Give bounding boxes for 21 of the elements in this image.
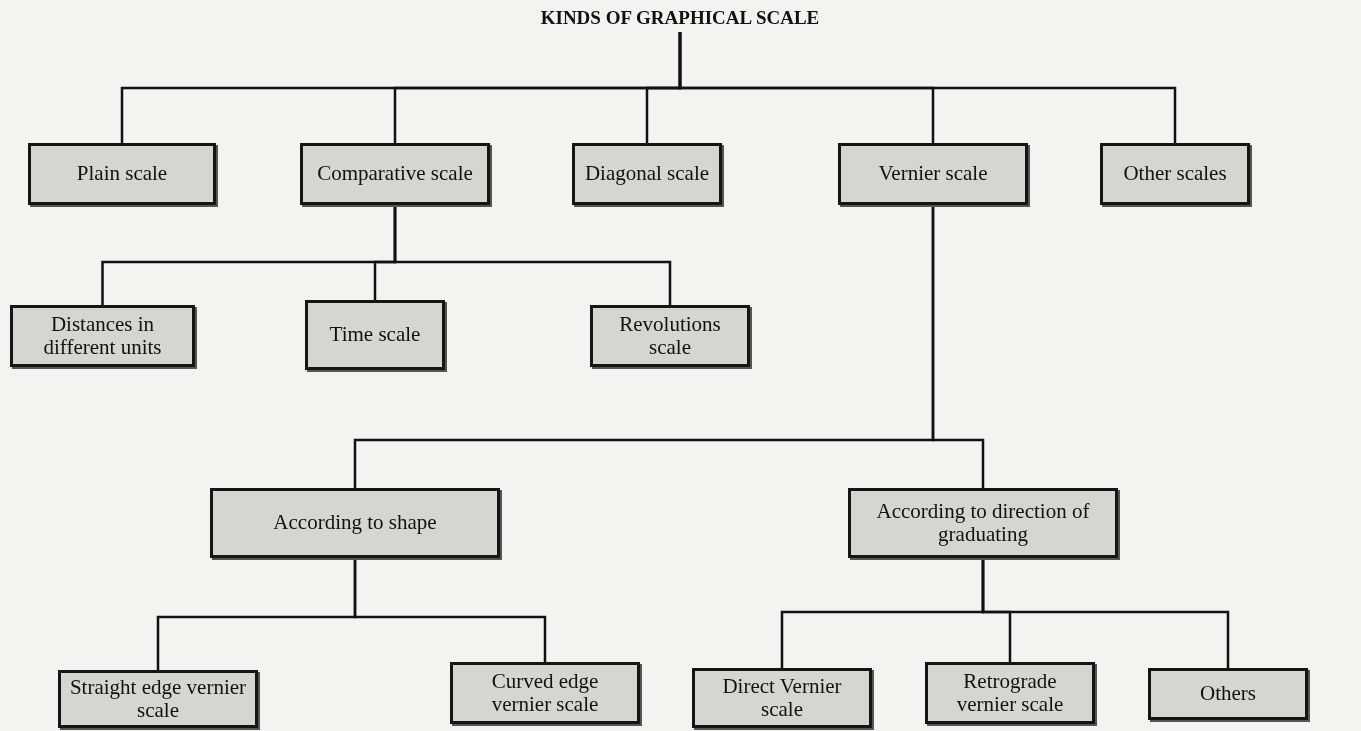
- scale-box: Others: [1148, 668, 1308, 720]
- scale-box: According to direction of graduating: [848, 488, 1118, 558]
- scale-box: Comparative scale: [300, 143, 490, 205]
- scale-box: Straight edge vernier scale: [58, 670, 258, 728]
- title-text: KINDS OF GRAPHICAL SCALE: [480, 4, 880, 32]
- scale-box: Plain scale: [28, 143, 216, 205]
- connector-line: [931, 205, 985, 488]
- connector-line: [678, 32, 1177, 143]
- scale-box: Direct Vernier scale: [692, 668, 872, 728]
- connector-line: [393, 205, 672, 305]
- scale-box: Vernier scale: [838, 143, 1028, 205]
- scale-box: Distances in different units: [10, 305, 195, 367]
- connector-line: [353, 558, 547, 662]
- scale-box: Retrograde vernier scale: [925, 662, 1095, 724]
- scale-box: Revolutions scale: [590, 305, 750, 367]
- scale-box: Curved edge vernier scale: [450, 662, 640, 724]
- scale-box: Time scale: [305, 300, 445, 370]
- connector-line: [981, 558, 1230, 668]
- scale-box: Diagonal scale: [572, 143, 722, 205]
- scale-box: Other scales: [1100, 143, 1250, 205]
- scale-box: According to shape: [210, 488, 500, 558]
